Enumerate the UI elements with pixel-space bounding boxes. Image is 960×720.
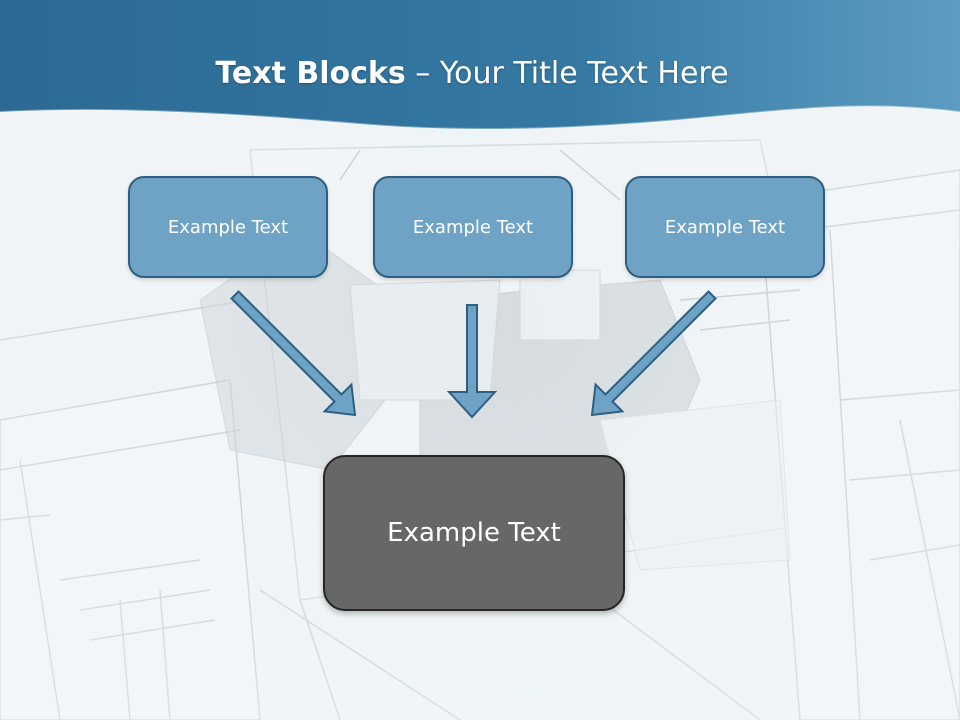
text-block-middle[interactable]: Example Text <box>373 176 573 278</box>
arrow-center <box>446 304 498 419</box>
header-band <box>0 0 960 130</box>
slide-title: Text Blocks – Your Title Text Here <box>0 52 944 96</box>
text-block-center[interactable]: Example Text <box>323 455 625 611</box>
title-separator: – <box>405 56 440 91</box>
arrow-left <box>230 290 357 417</box>
text-block-right[interactable]: Example Text <box>625 176 825 278</box>
text-block-left[interactable]: Example Text <box>128 176 328 278</box>
title-bold: Text Blocks <box>215 56 406 91</box>
arrow-right <box>590 290 717 417</box>
title-rest: Your Title Text Here <box>439 56 729 91</box>
